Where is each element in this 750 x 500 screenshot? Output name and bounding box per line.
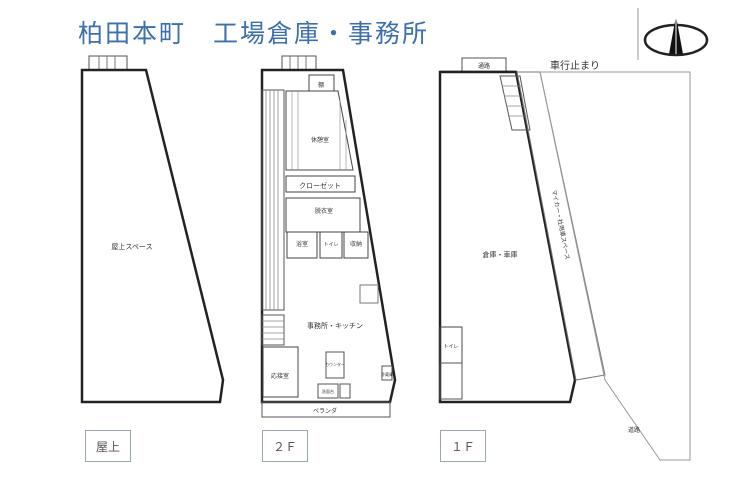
floor-label-first: １Ｆ — [440, 430, 486, 462]
second-stair-hatch — [281, 55, 317, 71]
office-kitchen-label: 事務所・キッチン — [307, 321, 363, 330]
rooftop-plan: 屋上スペース — [80, 55, 225, 404]
passage-label: 通路 — [478, 62, 490, 70]
page-title: 柏田本町 工場倉庫・事務所 — [78, 19, 430, 48]
shelf-label: 棚 — [318, 81, 324, 89]
floor-label-second: ２Ｆ — [262, 430, 308, 462]
bath-label: 浴室 — [296, 240, 308, 248]
second-floor-plan: 棚 休憩室 クローゼット 脱衣室 浴室 トイレ 収納 事務所・キッチン — [260, 55, 397, 418]
rooftop-outline — [80, 68, 225, 404]
veranda-label: ベランダ — [313, 407, 337, 415]
storage-room-label: 休憩室 — [311, 136, 329, 144]
storage-label: 収納 — [350, 240, 362, 248]
side-note-label: マイカー・社用車スペース — [550, 189, 571, 260]
counter-label: カウンター — [325, 361, 345, 367]
toilet-label-2f: トイレ — [323, 242, 338, 248]
fridge-label: 冷蔵庫 — [381, 371, 393, 377]
toilet-label-1f: トイレ — [443, 344, 458, 350]
rooftop-stair-hatch — [88, 55, 128, 71]
floor-label-rooftop: 屋上 — [85, 430, 131, 462]
first-floor-plan: 通路 倉庫・車庫 トイレ マイカー・社用車スペース 車行止まり 道路 — [438, 57, 691, 461]
roof-space-label: 屋上スペース — [111, 242, 152, 251]
parking-note-label: 車行止まり — [550, 59, 600, 72]
closet-label: クローゼット — [299, 181, 341, 190]
north-arrow-icon — [637, 8, 709, 60]
office-room-label: 応接室 — [271, 372, 289, 380]
first-outline — [438, 70, 577, 404]
dressing-label: 脱衣室 — [315, 207, 333, 215]
warehouse-label: 倉庫・車庫 — [483, 250, 518, 259]
washroom-label: 洗面台 — [322, 388, 334, 394]
road-label: 道路 — [628, 426, 640, 434]
second-outline — [260, 68, 397, 404]
